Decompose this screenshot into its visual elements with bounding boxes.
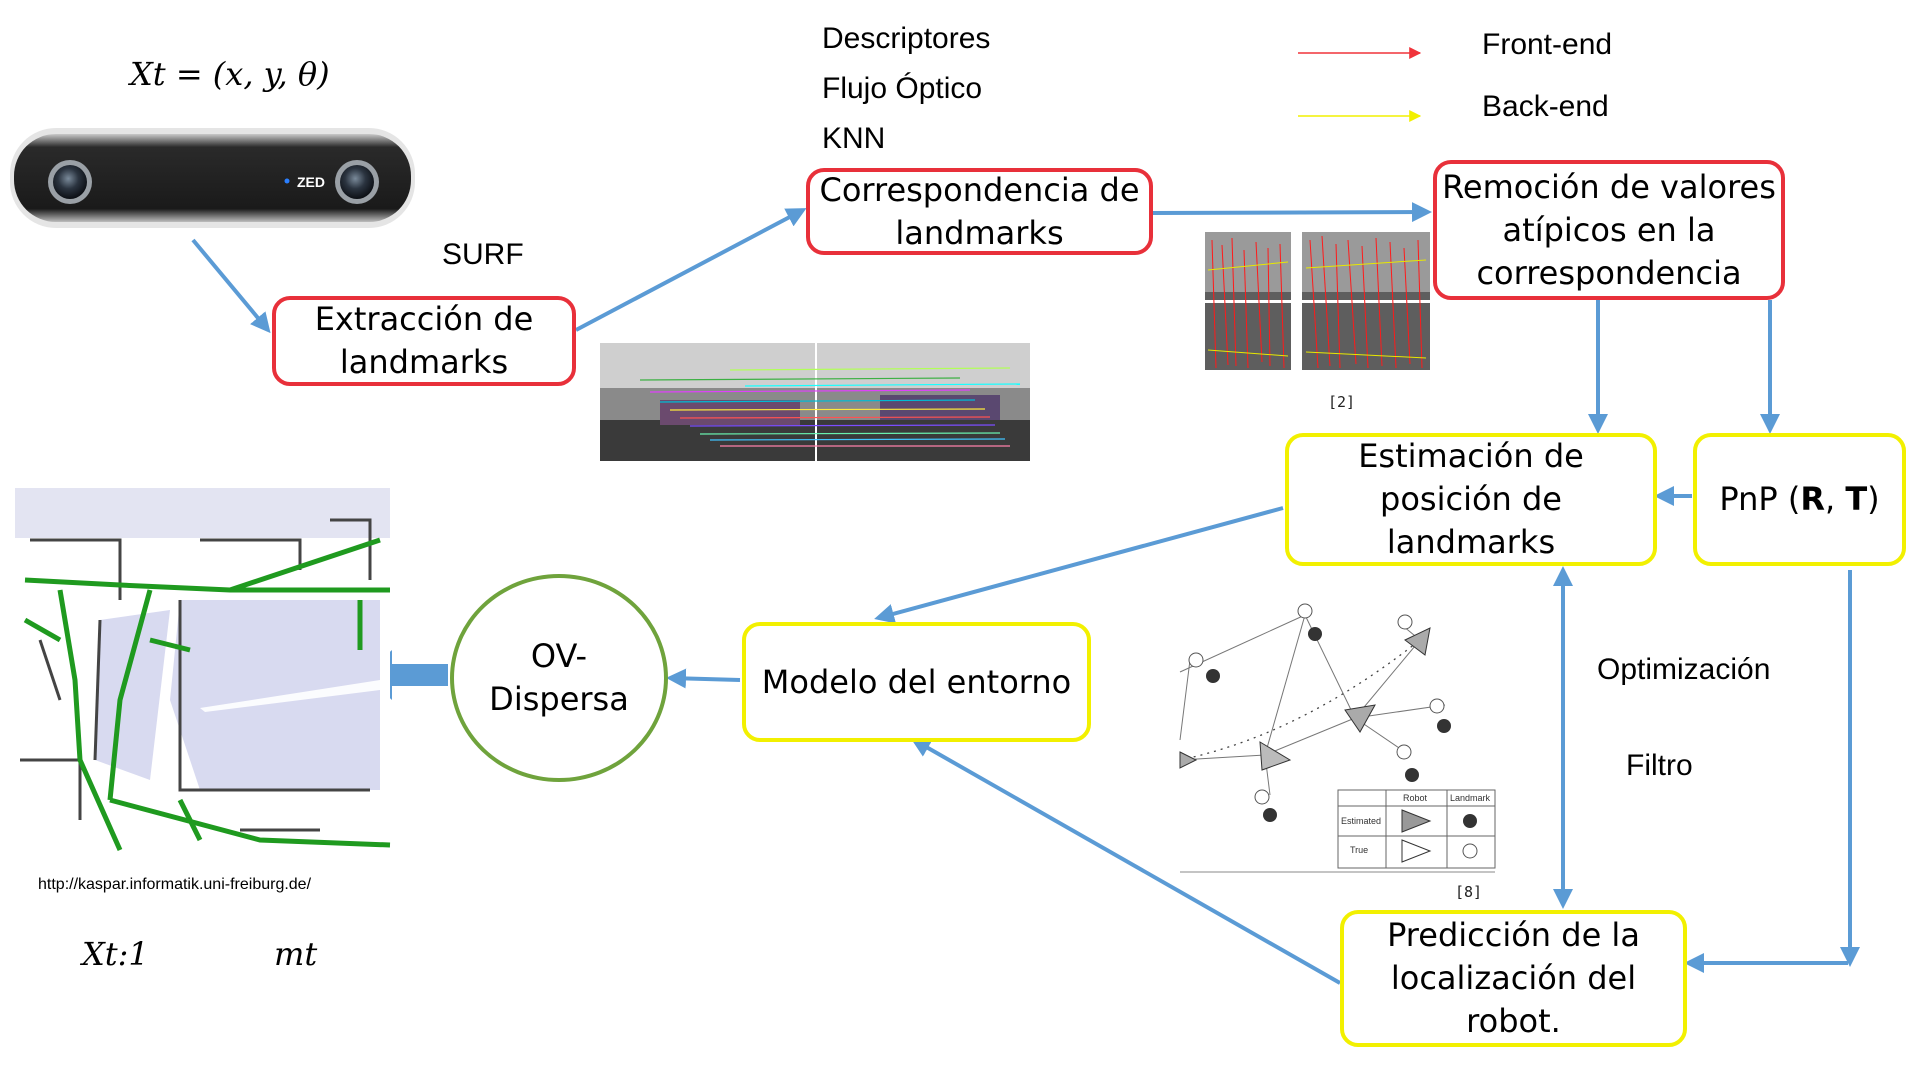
- box-pnp: PnP (R, T): [1693, 433, 1906, 566]
- zed-logo-text: ZED: [297, 174, 325, 190]
- slam-legend-robot-col: Robot: [1403, 793, 1428, 803]
- label-optimizacion: Optimización: [1597, 653, 1771, 686]
- outlier-removal-images: [1205, 232, 1430, 370]
- circle-ov-text: OV- Dispersa: [489, 637, 629, 718]
- box-extraccion-text: Extracción de landmarks: [314, 300, 534, 381]
- arrow-modelo-to-ov: [666, 668, 741, 689]
- arrow-camera-to-extraccion: [191, 238, 271, 334]
- circle-ov-dispersa: OV- Dispersa: [450, 574, 668, 782]
- label-surf: SURF: [442, 238, 524, 271]
- slam-legend-true-row: True: [1350, 845, 1368, 855]
- box-modelo-entorno: Modelo del entorno: [742, 622, 1091, 742]
- pose-formula: Xt = (x, y, θ): [130, 55, 330, 93]
- slam-graph-figure: Robot Landmark Estimated True: [1179, 603, 1496, 873]
- pnp-translation: T: [1845, 480, 1868, 518]
- arrow-estimacion-to-modelo: [874, 506, 1284, 624]
- box-pnp-text: PnP (R, T): [1719, 480, 1880, 518]
- box-correspondencia-landmarks: Correspondencia de landmarks: [806, 168, 1153, 255]
- box-prediccion-text: Predicción de la localización del robot.: [1387, 916, 1640, 1040]
- label-filtro: Filtro: [1626, 749, 1693, 782]
- pnp-rotation: R: [1800, 480, 1825, 518]
- reference-2: [2]: [1328, 393, 1356, 411]
- slam-legend-estimated-row: Estimated: [1341, 816, 1381, 826]
- arrow-correspondencia-to-remocion: [1152, 202, 1432, 223]
- box-correspondencia-text: Correspondencia de landmarks: [819, 170, 1140, 252]
- legend-front-end: Front-end: [1482, 28, 1613, 61]
- zed-camera-image: [10, 128, 415, 228]
- box-remocion-atipicos: Remoción de valores atípicos en la corre…: [1433, 160, 1785, 300]
- reference-8: [8]: [1455, 883, 1483, 901]
- feature-matching-image: [600, 343, 1030, 461]
- label-flujo-optico: Flujo Óptico: [822, 72, 983, 105]
- label-m-t: mt: [274, 935, 318, 973]
- box-estimacion-text: Estimación de posición de landmarks: [1358, 437, 1584, 561]
- box-prediccion-localizacion: Predicción de la localización del robot.: [1340, 910, 1687, 1047]
- label-x-t1: Xt:1: [82, 935, 149, 973]
- box-modelo-text: Modelo del entorno: [761, 662, 1072, 701]
- label-knn: KNN: [822, 122, 886, 155]
- label-descriptores: Descriptores: [822, 22, 991, 55]
- box-estimacion-posicion: Estimación de posición de landmarks: [1285, 433, 1657, 566]
- slam-legend-landmark-col: Landmark: [1450, 793, 1491, 803]
- arrow-extraccion-to-correspondencia: [575, 208, 807, 332]
- flow-arrows: [191, 202, 1860, 985]
- legend-back-end: Back-end: [1482, 90, 1609, 123]
- map-source-url: http://kaspar.informatik.uni-freiburg.de…: [38, 876, 312, 893]
- box-remocion-text: Remoción de valores atípicos en la corre…: [1442, 167, 1776, 292]
- box-extraccion-landmarks: Extracción de landmarks: [272, 296, 576, 386]
- arrow-prediccion-to-modelo: [910, 738, 1341, 985]
- occupancy-map-image: [15, 488, 391, 860]
